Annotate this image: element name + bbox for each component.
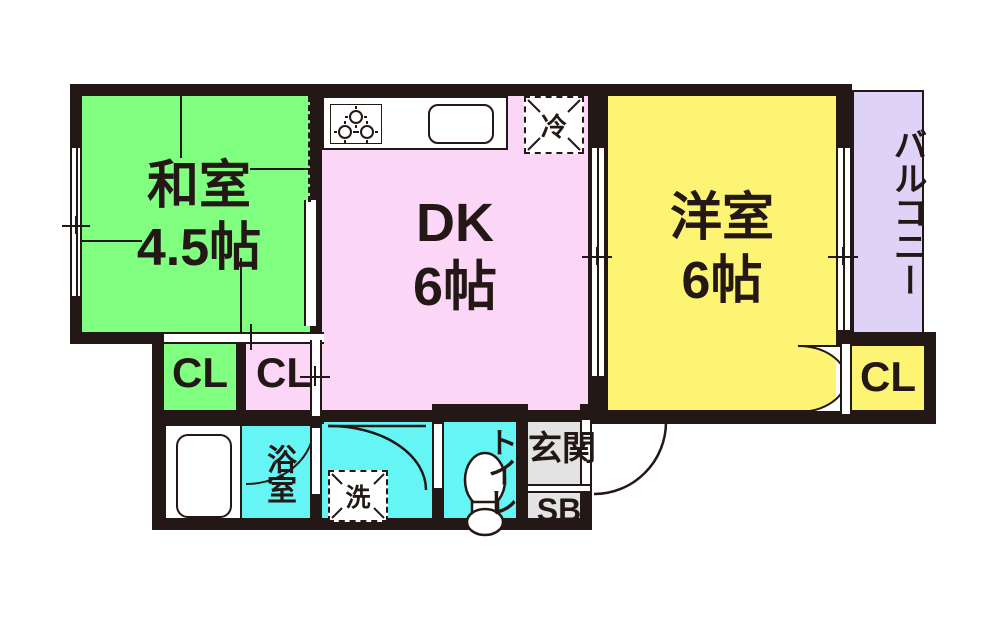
washitsu-seam-right bbox=[250, 168, 312, 170]
balcony-door-mullion bbox=[843, 148, 845, 330]
washitsu-seam-horizontal bbox=[82, 240, 142, 242]
window-washitsu-tick-v bbox=[75, 216, 77, 234]
label-closet-dk: CL bbox=[256, 349, 312, 396]
closet-washitsu-fill bbox=[164, 344, 236, 412]
sliding-door-washitsu-dk[interactable] bbox=[304, 200, 318, 326]
label-shoebox: SB bbox=[536, 492, 582, 528]
closet-yoshitsu-fill bbox=[852, 346, 924, 416]
wall-balcony-bottom bbox=[836, 332, 928, 346]
refrigerator-corner-marks bbox=[527, 99, 581, 151]
label-yoshitsu-size: 6帖 bbox=[681, 252, 763, 310]
toilet-door[interactable] bbox=[432, 424, 444, 488]
balcony-fill bbox=[852, 90, 924, 334]
gas-stove bbox=[330, 104, 382, 144]
wall-toilet-top bbox=[432, 404, 528, 416]
washitsu-seam-vertical bbox=[180, 96, 182, 158]
wall-left-lower bbox=[152, 332, 164, 530]
bathtub bbox=[176, 434, 232, 518]
wall-toilet-right bbox=[516, 404, 528, 530]
room-genkan-fill bbox=[528, 416, 590, 484]
label-washitsu-size: 4.5帖 bbox=[136, 219, 262, 277]
balcony-door-tick-v bbox=[842, 247, 844, 265]
bath-tub-divider bbox=[240, 424, 242, 520]
closet-door-washitsu[interactable] bbox=[164, 332, 250, 344]
washroom-door[interactable] bbox=[326, 424, 432, 494]
genkan-step-divider bbox=[528, 484, 590, 493]
label-toilet: トイレ bbox=[483, 427, 516, 517]
label-closet-yoshitsu: CL bbox=[860, 353, 916, 400]
closet-dk-fill bbox=[246, 344, 322, 412]
label-balcony: バルコニー bbox=[888, 127, 926, 297]
wall-top-left bbox=[70, 84, 316, 96]
washer-label: 洗 bbox=[345, 484, 371, 512]
room-washitsu-fill bbox=[82, 96, 316, 332]
wall-between-closets bbox=[236, 344, 246, 412]
label-closet-washitsu: CL bbox=[172, 349, 228, 396]
wall-top-kitchen bbox=[316, 84, 596, 96]
washer-corner-marks bbox=[331, 473, 385, 519]
closet-dk-access-door[interactable] bbox=[310, 340, 322, 416]
washitsu-seam-bottom bbox=[240, 258, 242, 334]
bath-door-leaf[interactable] bbox=[310, 428, 322, 494]
partition-washitsu-dk-dashed bbox=[308, 96, 311, 202]
room-yoshitsu-fill bbox=[608, 96, 836, 416]
refrigerator-label: 冷 bbox=[540, 111, 567, 142]
label-washitsu-name: 和室 bbox=[146, 157, 251, 215]
closet-dk-access-tick-v bbox=[314, 366, 316, 386]
closet-door-dk[interactable] bbox=[238, 332, 324, 344]
closet-yoshitsu-frame bbox=[840, 344, 852, 414]
label-dk-name: DK bbox=[416, 193, 494, 253]
wall-bottom-washitsu bbox=[70, 332, 164, 344]
kitchen-sink bbox=[428, 104, 494, 144]
wall-right-closet bbox=[924, 332, 936, 424]
label-bath: 浴室 bbox=[262, 444, 295, 504]
wall-top-yoshitsu bbox=[596, 84, 852, 96]
label-dk-size: 6帖 bbox=[412, 257, 498, 317]
sliding-dk-yoshitsu-mullion bbox=[597, 148, 599, 376]
label-yoshitsu-name: 洋室 bbox=[669, 189, 774, 247]
wall-closet-bottom bbox=[152, 410, 324, 424]
sliding-dk-yoshitsu-tick-v bbox=[596, 247, 598, 265]
entrance-door[interactable] bbox=[592, 420, 668, 498]
label-genkan: 玄関 bbox=[528, 430, 596, 468]
bath-tile-fill bbox=[240, 424, 316, 520]
bath-outline-left bbox=[164, 424, 166, 520]
closet-door-tick bbox=[250, 324, 252, 350]
toilet-bowl bbox=[463, 451, 507, 537]
entrance-door-leaf[interactable] bbox=[580, 420, 592, 486]
